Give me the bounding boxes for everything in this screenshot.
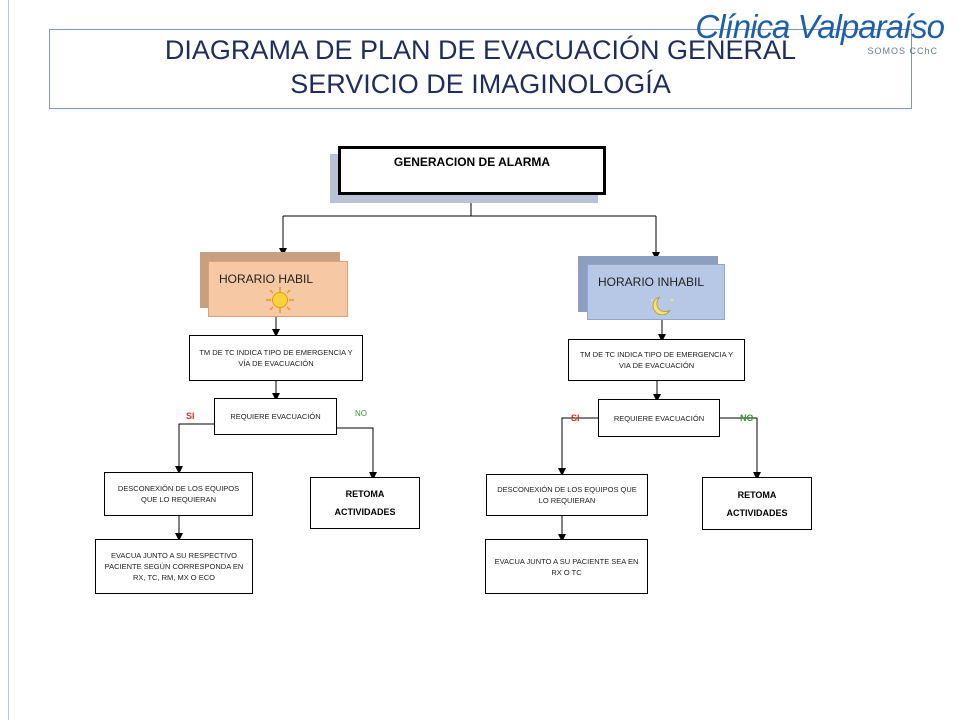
day-shift-card: HORARIO HABIL [208, 261, 348, 317]
day-disconnect-text: DESCONEXIÓN DE LOS EQUIPOS QUE LO REQUIE… [117, 484, 240, 504]
logo-tagline: SOMOS CChC [867, 46, 938, 56]
day-decision-box: REQUIERE EVACUACIÓN [214, 398, 337, 435]
night-indicates-box: TM DE TC INDICA TIPO DE EMERGENCIA Y VIA… [568, 339, 745, 381]
night-indicates-text: TM DE TC INDICA TIPO DE EMERGENCIA Y VIA… [579, 350, 734, 370]
night-decision-text: REQUIERE EVACUACIÓN [613, 413, 705, 423]
title-line-1: DIAGRAMA DE PLAN DE EVACUACIÓN GENERAL [164, 35, 797, 65]
night-disconnect-text: DESCONEXIÓN DE LOS EQUIPOS QUE LO REQUIE… [497, 485, 637, 505]
day-no-label: NO [355, 409, 367, 418]
day-yes-label: SI [186, 411, 195, 421]
title-line-2: SERVICIO DE IMAGINOLOGÍA [290, 69, 671, 99]
day-evacuate-text: EVACUA JUNTO A SU RESPECTIVO PACIENTE SE… [104, 551, 244, 582]
night-evacuate-text: EVACUA JUNTO A SU PACIENTE SEA EN RX O T… [494, 556, 639, 577]
sun-icon [266, 287, 294, 313]
arrow-night-no [720, 417, 761, 480]
night-disconnect-box: DESCONEXIÓN DE LOS EQUIPOS QUE LO REQUIE… [486, 474, 648, 516]
clinic-logo: Clínica Valparaíso SOMOS CChC [695, 8, 952, 62]
day-indicates-text: TM DE TC INDICA TIPO DE EMERGENCIA Y VÍA… [199, 348, 353, 368]
day-resume-text: RETOMA ACTIVIDADES [334, 489, 396, 517]
night-resume-text: RETOMA ACTIVIDADES [726, 489, 788, 518]
day-evacuate-box: EVACUA JUNTO A SU RESPECTIVO PACIENTE SE… [95, 539, 253, 594]
night-no-label: NO [740, 413, 754, 423]
arrow-day-yes [175, 423, 214, 474]
day-indicates-box: TM DE TC INDICA TIPO DE EMERGENCIA Y VÍA… [189, 335, 363, 381]
title-frame [49, 29, 912, 109]
day-decision-text: REQUIERE EVACUACIÓN [230, 412, 321, 421]
night-shift-label: HORARIO INHABIL [598, 275, 705, 289]
logo-name: Clínica Valparaíso [695, 8, 945, 45]
arrow-day-no [337, 427, 377, 480]
alarm-label: GENERACION DE ALARMA [393, 155, 551, 169]
page-title: DIAGRAMA DE PLAN DE EVACUACIÓN GENERAL S… [49, 33, 912, 101]
night-decision-box: REQUIERE EVACUACIÓN [598, 399, 720, 437]
day-disconnect-box: DESCONEXIÓN DE LOS EQUIPOS QUE LO REQUIE… [104, 472, 253, 516]
night-evacuate-box: EVACUA JUNTO A SU PACIENTE SEA EN RX O T… [485, 539, 648, 594]
arrow-night-yes [558, 417, 598, 476]
day-shift-label: HORARIO HABIL [219, 272, 314, 286]
night-resume-box: RETOMA ACTIVIDADES [702, 477, 812, 530]
night-yes-label: SI [571, 413, 580, 423]
moon-icon [650, 296, 674, 316]
left-margin-rule [8, 0, 9, 720]
alarm-box: GENERACION DE ALARMA [338, 146, 606, 195]
night-shift-card: HORARIO INHABIL [587, 264, 725, 320]
day-resume-box: RETOMA ACTIVIDADES [310, 477, 420, 529]
